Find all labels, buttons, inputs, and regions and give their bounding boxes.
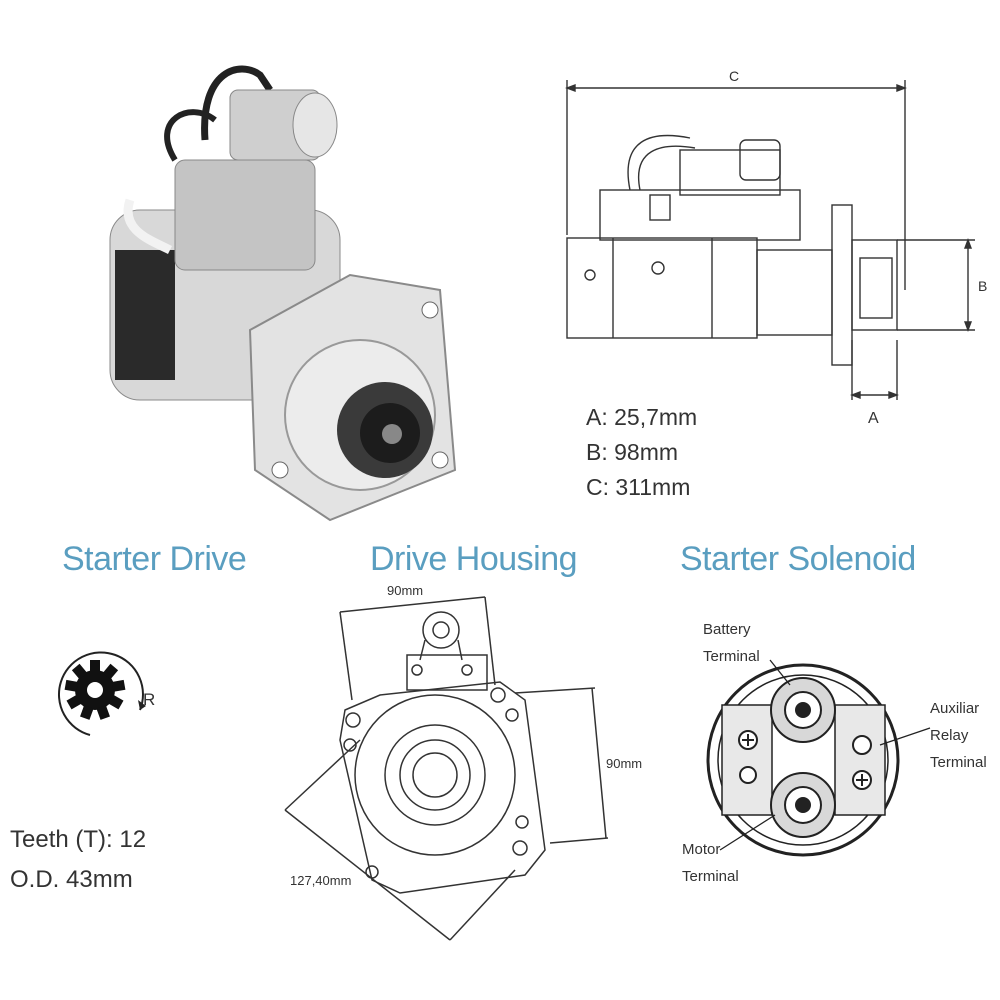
motor-terminal-label-2: Terminal (682, 868, 739, 885)
battery-terminal-label-2: Terminal (703, 648, 760, 665)
starter-drive-title: Starter Drive (62, 540, 247, 578)
dimension-b-label: B (978, 278, 988, 294)
outer-diameter: O.D. 43mm (10, 866, 133, 893)
dimension-a-value: A: 25,7mm (586, 404, 698, 430)
drive-housing-title: Drive Housing (370, 540, 578, 578)
battery-terminal-label-1: Battery (703, 621, 751, 638)
motor-terminal-label-1: Motor (682, 841, 721, 858)
teeth-count: Teeth (T): 12 (10, 826, 147, 853)
aux-terminal-label-1: Auxiliar (930, 700, 980, 717)
housing-side-height: 90mm (606, 756, 643, 771)
aux-terminal-label-3: Terminal (930, 754, 987, 771)
starter-solenoid-title: Starter Solenoid (680, 540, 916, 578)
dimension-a-label: A (868, 410, 879, 427)
aux-terminal-label-2: Relay (930, 727, 969, 744)
dimension-b-value: B: 98mm (586, 439, 679, 465)
dimension-c-value: C: 311mm (586, 474, 691, 500)
rotation-direction-label: R (143, 690, 156, 709)
housing-diagonal: 127,40mm (290, 873, 352, 888)
housing-top-width: 90mm (387, 583, 424, 598)
dimension-c-label: C (729, 68, 740, 84)
